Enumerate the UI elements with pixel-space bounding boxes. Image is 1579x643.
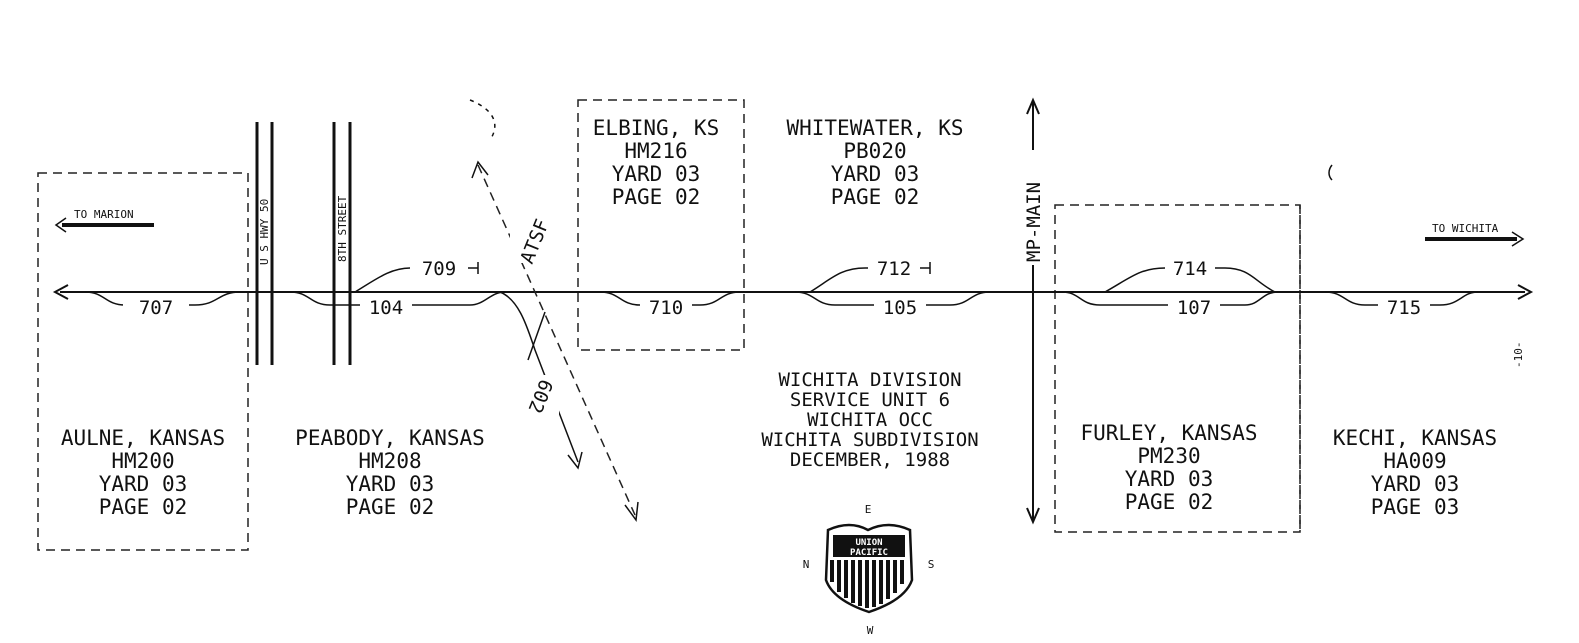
- milepost-label: MP-MAIN: [1023, 182, 1045, 262]
- station-aulne: AULNE, KANSAS HM200 YARD 03 PAGE 02: [61, 426, 225, 519]
- station-aulne-yard: YARD 03: [99, 472, 188, 496]
- branch-602-label-bg: [535, 375, 559, 425]
- station-kechi-yard: YARD 03: [1371, 472, 1460, 496]
- division-block: WICHITA DIVISION SERVICE UNIT 6 WICHITA …: [761, 369, 978, 471]
- station-elbing-code: HM216: [624, 139, 687, 163]
- furley-box: [1054, 204, 1301, 533]
- page-number: -10-: [1512, 342, 1525, 369]
- station-peabody-page: PAGE 02: [346, 495, 435, 519]
- division-line-2: SERVICE UNIT 6: [790, 389, 950, 411]
- branch-602-link: [527, 311, 546, 361]
- compass-left: N: [803, 558, 810, 571]
- compass-top: E: [865, 503, 872, 516]
- station-elbing-page: PAGE 02: [612, 185, 701, 209]
- milepost-arrow-up-icon: [1026, 97, 1040, 115]
- compass: E N S W: [803, 503, 935, 637]
- union-pacific-shield-logo: UNION PACIFIC: [824, 523, 914, 614]
- station-elbing-yard: YARD 03: [612, 162, 701, 186]
- spur-709: [354, 267, 478, 293]
- label-bg-105: [874, 296, 926, 318]
- aulne-box: [37, 172, 249, 551]
- to-marion-label: TO MARION: [74, 208, 134, 221]
- atsf-arrow-up-icon: [471, 160, 489, 179]
- main-arrow-left-icon: [52, 284, 69, 300]
- station-peabody-code: HM208: [358, 449, 421, 473]
- atsf-arrow-down-icon: [624, 501, 639, 522]
- label-bg-712: [868, 258, 920, 280]
- milepost-label-bg: [1022, 150, 1044, 265]
- track-104: 104: [369, 297, 403, 319]
- track-105: 105: [883, 297, 917, 319]
- compass-bottom: W: [867, 624, 874, 637]
- to-wichita-arrow-icon: [1511, 231, 1525, 247]
- station-whitewater-yard: YARD 03: [831, 162, 920, 186]
- branch-602-arrow-icon: [567, 451, 583, 470]
- track-715: 715: [1387, 297, 1421, 319]
- track-710: 710: [649, 297, 683, 319]
- to-marion-arrow: [62, 223, 154, 227]
- branch-602: [499, 291, 579, 463]
- station-kechi-page: PAGE 03: [1371, 495, 1460, 519]
- station-whitewater: WHITEWATER, KS PB020 YARD 03 PAGE 02: [786, 116, 963, 209]
- spur-712: [809, 267, 930, 293]
- station-elbing-name: ELBING, KS: [593, 116, 719, 140]
- track-714: 714: [1173, 258, 1207, 280]
- station-whitewater-name: WHITEWATER, KS: [786, 116, 963, 140]
- to-wichita-label: TO WICHITA: [1432, 222, 1499, 235]
- label-bg-107: [1168, 296, 1220, 318]
- track-107: 107: [1177, 297, 1211, 319]
- hwy-label: U S HWY 50: [258, 199, 271, 265]
- station-furley-name: FURLEY, KANSAS: [1080, 421, 1257, 445]
- label-bg-714: [1165, 258, 1215, 280]
- shield-banner: [833, 535, 905, 557]
- station-peabody-name: PEABODY, KANSAS: [295, 426, 485, 450]
- elbing-box: [577, 99, 745, 351]
- street-label: 8TH STREET: [336, 195, 349, 262]
- station-whitewater-page: PAGE 02: [831, 185, 920, 209]
- track-709: 709: [422, 258, 456, 280]
- division-line-1: WICHITA DIVISION: [778, 369, 961, 391]
- atsf-label-bg: [510, 205, 536, 263]
- station-aulne-code: HM200: [111, 449, 174, 473]
- station-furley-page: PAGE 02: [1125, 490, 1214, 514]
- label-bg-707: [123, 296, 189, 318]
- label-bg-710: [640, 296, 692, 318]
- station-kechi-name: KECHI, KANSAS: [1333, 426, 1497, 450]
- station-furley-code: PM230: [1137, 444, 1200, 468]
- shield-stripes: [830, 560, 904, 608]
- station-peabody: PEABODY, KANSAS HM208 YARD 03 PAGE 02: [295, 426, 485, 519]
- division-line-3: WICHITA OCC: [807, 409, 933, 431]
- label-bg-104: [360, 296, 412, 318]
- milepost-arrow-down-icon: [1026, 507, 1040, 525]
- division-line-4: WICHITA SUBDIVISION: [761, 429, 978, 451]
- stray-mark: [1328, 164, 1333, 181]
- to-marion-arrow-icon: [54, 217, 67, 233]
- main-arrow-right-icon: [1517, 284, 1534, 300]
- division-line-5: DECEMBER, 1988: [790, 449, 950, 471]
- logo-line-2: PACIFIC: [850, 548, 888, 558]
- station-whitewater-code: PB020: [843, 139, 906, 163]
- label-bg-709: [410, 258, 468, 280]
- to-wichita-arrow: [1425, 237, 1517, 241]
- logo-line-1: UNION: [855, 538, 882, 548]
- compass-right: S: [928, 558, 935, 571]
- station-elbing: ELBING, KS HM216 YARD 03 PAGE 02: [593, 116, 719, 209]
- atsf-line: [477, 164, 636, 516]
- station-aulne-page: PAGE 02: [99, 495, 188, 519]
- station-kechi-code: HA009: [1383, 449, 1446, 473]
- track-707: 707: [139, 297, 173, 319]
- station-kechi: KECHI, KANSAS HA009 YARD 03 PAGE 03: [1333, 426, 1497, 519]
- track-712: 712: [877, 258, 911, 280]
- atsf-curve: [469, 99, 496, 141]
- station-furley: FURLEY, KANSAS PM230 YARD 03 PAGE 02: [1080, 421, 1257, 514]
- station-aulne-name: AULNE, KANSAS: [61, 426, 225, 450]
- label-bg-715: [1378, 296, 1430, 318]
- station-furley-yard: YARD 03: [1125, 467, 1214, 491]
- station-peabody-yard: YARD 03: [346, 472, 435, 496]
